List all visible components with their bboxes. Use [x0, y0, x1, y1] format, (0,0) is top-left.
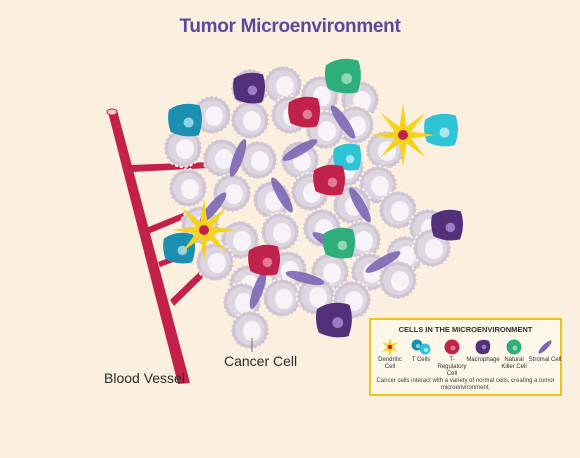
cancer-cell [192, 95, 232, 135]
legend-label: Stromal Cell [528, 357, 562, 363]
stromal-cell-icon [538, 340, 552, 354]
cancer-cell [168, 168, 208, 208]
natural-killer-cell [323, 227, 356, 259]
t-regulatory-cell [288, 96, 321, 128]
stromal-cell [330, 105, 356, 139]
legend-note: Cancer cells interact with a variety of … [376, 378, 555, 391]
blood-vessel-label: Blood Vessel [104, 370, 185, 386]
cancer-cell [163, 128, 203, 168]
page-title: Tumor Microenvironment [179, 16, 401, 37]
cancer-cell [378, 260, 418, 300]
legend-item-natural-killer-cell: Natural Killer Cell [497, 338, 531, 371]
legend-label: Natural Killer Cell [501, 357, 527, 370]
legend-label: Dendritic Cell [378, 357, 402, 370]
legend-label: Macrophage [466, 357, 500, 363]
cancer-cell-label: Cancer Cell [224, 353, 298, 369]
dendritic-cell [371, 103, 435, 167]
cancer-cell [378, 190, 418, 230]
immune-cell-group [163, 58, 464, 338]
legend-label: T-Regulatory Cell [437, 357, 467, 377]
t-cell [333, 143, 362, 171]
legend-item-stromal-cell: Stromal Cell [528, 338, 562, 364]
macrophage [233, 72, 266, 104]
legend-box: CELLS IN THE MICROENVIRONMENT Dendritic … [369, 318, 562, 396]
macrophage [315, 302, 352, 338]
dendritic-cell [172, 198, 236, 262]
dendritic-cell-icon [382, 338, 398, 356]
legend-item-t-regulatory-cell: T-Regulatory Cell [435, 338, 469, 378]
macrophage [431, 209, 464, 241]
stromal-cell [271, 177, 293, 213]
t-regulatory-cell [313, 164, 346, 196]
natural-killer-cell [324, 58, 361, 94]
cancer-cell [212, 173, 252, 213]
legend-label: T Cells [411, 357, 431, 363]
stromal-cell [285, 270, 325, 286]
stromal-cell [282, 139, 318, 161]
cancer-cell [238, 140, 278, 180]
natural-killer-cell-icon [506, 339, 522, 355]
t-cell [168, 103, 202, 137]
stromal-cell [349, 187, 371, 223]
legend-item-macrophage: Macrophage [466, 338, 500, 364]
t-cells-icon [411, 339, 431, 355]
cancer-cell [230, 310, 270, 350]
cancer-cell [310, 252, 350, 292]
t-regulatory-cell [248, 244, 281, 276]
macrophage-icon [475, 339, 491, 355]
cancer-cell [195, 242, 235, 282]
cancer-cell [262, 278, 302, 318]
legend-item-dendritic-cell: Dendritic Cell [373, 338, 407, 371]
cancer-cell [230, 100, 270, 140]
legend-item-t-cells: T Cells [404, 338, 438, 364]
stromal-cell [249, 271, 267, 309]
cancer-cell [263, 65, 303, 105]
legend-title: CELLS IN THE MICROENVIRONMENT [398, 325, 533, 334]
t-cell [424, 113, 458, 147]
t-cell [163, 232, 196, 264]
cancer-cell [260, 212, 300, 252]
stromal-cell [229, 139, 247, 177]
stromal-cell [365, 251, 401, 273]
t-regulatory-cell-icon [444, 339, 460, 355]
